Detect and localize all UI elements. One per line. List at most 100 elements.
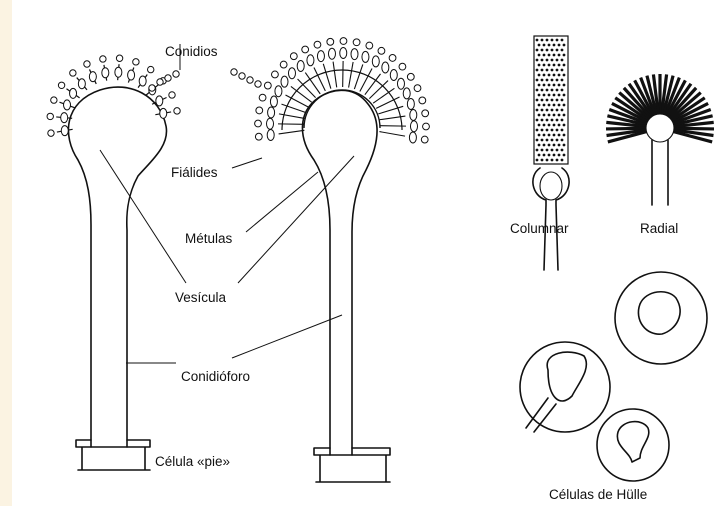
conidium xyxy=(255,81,261,87)
conidium-dot xyxy=(536,109,539,112)
conidium-dot xyxy=(536,59,539,62)
phialide xyxy=(270,96,277,107)
conidium-dot xyxy=(551,69,554,72)
conidium-dot xyxy=(548,74,551,77)
conidium-dot xyxy=(546,109,549,112)
conidium-dot xyxy=(541,59,544,62)
conidium-dot xyxy=(536,159,539,162)
conidium-dot xyxy=(553,74,556,77)
conidium-dot xyxy=(543,104,546,107)
radial-head xyxy=(606,74,714,205)
phialide xyxy=(340,48,347,59)
conidium-dot xyxy=(556,109,559,112)
conidium-dot xyxy=(561,139,564,142)
conidium-dot xyxy=(553,114,556,117)
conidium xyxy=(157,79,163,85)
conidial-chain xyxy=(674,128,714,129)
conidium-dot xyxy=(543,74,546,77)
conidium xyxy=(290,53,297,60)
metulae-arc xyxy=(304,90,380,128)
conidium-dot xyxy=(556,39,559,42)
phialide-body xyxy=(61,126,68,136)
conidium-dot xyxy=(558,54,561,57)
conidium-dot xyxy=(546,39,549,42)
conidium-dot xyxy=(543,124,546,127)
conidium xyxy=(165,75,171,81)
right-vesicle-stipe xyxy=(302,90,377,455)
conidium-dot xyxy=(561,119,564,122)
conidium xyxy=(149,85,155,91)
phialide xyxy=(307,55,314,66)
conidium xyxy=(378,47,385,54)
conidium-dot xyxy=(541,159,544,162)
conidium-dot xyxy=(553,154,556,157)
conidium-dot xyxy=(546,139,549,142)
conidium xyxy=(174,108,180,114)
phialide xyxy=(397,78,404,89)
conidium-dot xyxy=(538,74,541,77)
conidium-dot xyxy=(563,124,566,127)
conidium-dot xyxy=(543,114,546,117)
conidium-dot xyxy=(538,54,541,57)
label-vesicula: Vesícula xyxy=(175,291,226,305)
conidium-dot xyxy=(556,159,559,162)
conidium xyxy=(407,73,414,80)
conidium xyxy=(133,59,139,65)
conidium xyxy=(327,38,334,45)
conidium-dot xyxy=(541,149,544,152)
conidium xyxy=(116,55,122,61)
conidium-dot xyxy=(553,84,556,87)
conidium-dot xyxy=(548,124,551,127)
conidium-dot xyxy=(558,64,561,67)
conidium-dot xyxy=(548,104,551,107)
label-celula-pie: Célula «pie» xyxy=(155,455,230,469)
conidium-dot xyxy=(538,84,541,87)
conidium xyxy=(48,130,54,136)
phialide xyxy=(410,109,417,120)
conidium-dot xyxy=(548,44,551,47)
label-radial: Radial xyxy=(640,222,678,236)
left-vesicle-stipe xyxy=(68,87,166,447)
conidium-dot xyxy=(536,129,539,132)
conidium-dot xyxy=(556,139,559,142)
conidium xyxy=(51,97,57,103)
conidium-dot xyxy=(538,44,541,47)
conidium xyxy=(421,136,428,143)
conidium-dot xyxy=(556,149,559,152)
conidium-dot xyxy=(536,39,539,42)
phialide xyxy=(281,76,288,87)
phialide-body xyxy=(64,100,71,110)
conidium-dot xyxy=(548,64,551,67)
conidium-dot xyxy=(563,74,566,77)
metula xyxy=(379,132,405,137)
conidium-dot xyxy=(536,139,539,142)
conidium xyxy=(58,82,64,88)
conidium-dot xyxy=(553,134,556,137)
conidium-dot xyxy=(561,89,564,92)
conidium xyxy=(231,69,237,75)
metula xyxy=(369,81,388,99)
conidium-dot xyxy=(556,59,559,62)
conidium-dot xyxy=(551,149,554,152)
conidium-dot xyxy=(563,84,566,87)
conidium-dot xyxy=(563,154,566,157)
conidium-dot xyxy=(538,104,541,107)
conidium-dot xyxy=(558,74,561,77)
metula xyxy=(279,130,305,134)
conidium-dot xyxy=(543,94,546,97)
conidium-dot xyxy=(563,64,566,67)
conidium-dot xyxy=(551,79,554,82)
conidium xyxy=(366,42,373,49)
conidium-dot xyxy=(538,64,541,67)
conidium-dot xyxy=(551,39,554,42)
conidium-dot xyxy=(561,129,564,132)
label-conidioforo: Conidióforo xyxy=(181,370,250,384)
conidium-dot xyxy=(561,159,564,162)
phialide xyxy=(390,69,397,80)
conidium-dot xyxy=(561,99,564,102)
phialide-body xyxy=(160,108,167,118)
conidium-dot xyxy=(563,44,566,47)
phialide-body xyxy=(70,88,77,98)
conidium-dot xyxy=(543,64,546,67)
